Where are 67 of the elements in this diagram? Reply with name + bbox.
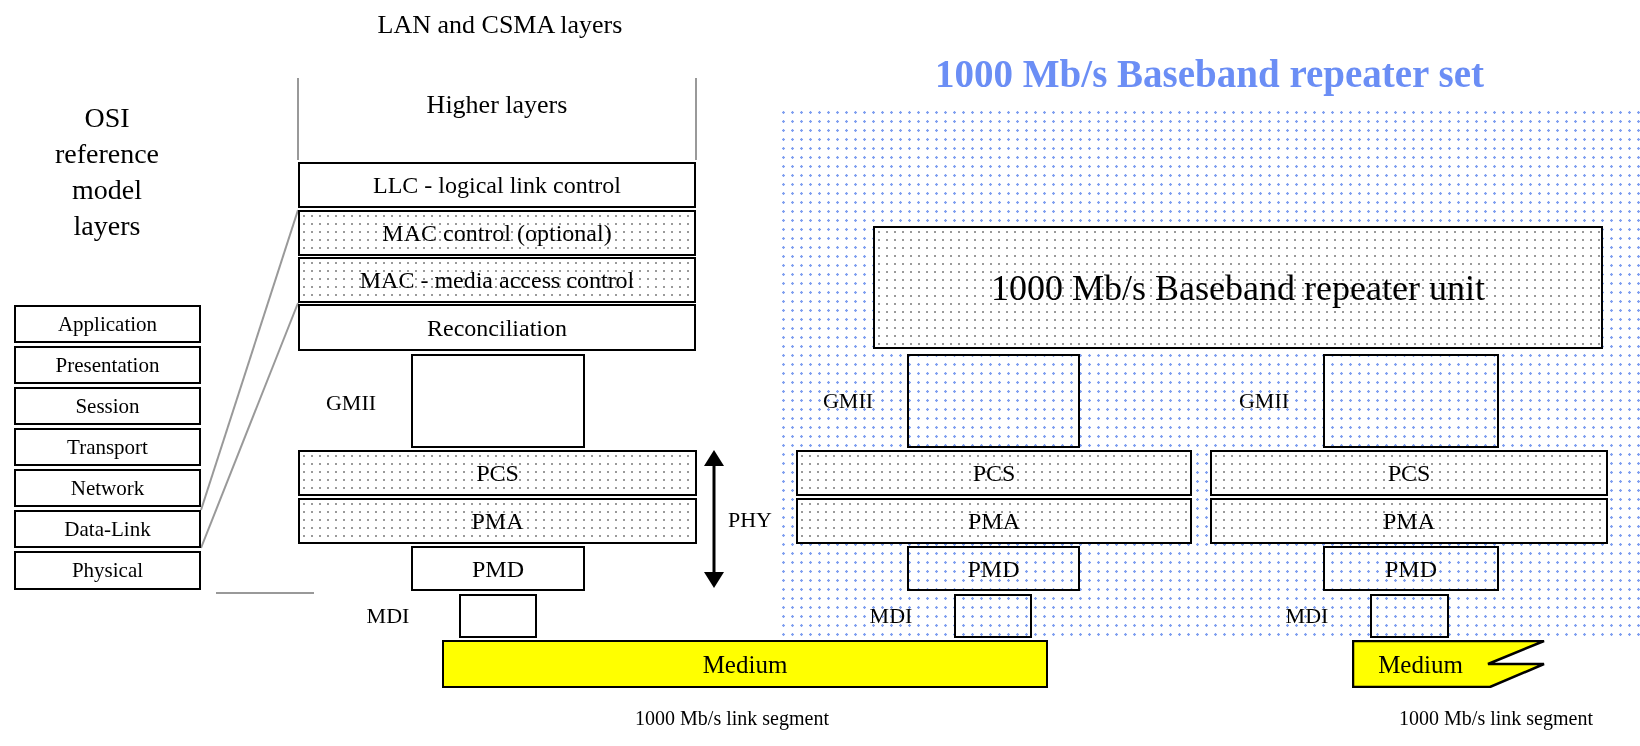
empty-interface-box [1323, 354, 1499, 448]
layer-box [298, 450, 697, 496]
text-label: MDI [868, 602, 914, 630]
empty-interface-box [907, 354, 1080, 448]
interface-label: GMII [821, 390, 875, 412]
layer-name: MAC control (optional) [382, 221, 612, 245]
layer-box [411, 546, 585, 591]
layer-box [298, 498, 697, 544]
text-label: MDI [365, 602, 411, 630]
layer-name: PMA [471, 509, 524, 533]
medium-bar [1352, 640, 1545, 688]
layer-name: MAC - media access control [359, 268, 635, 292]
layer-name: PMA [968, 509, 1020, 533]
layer-name: 1000 Mb/s Baseband repeater unit [991, 269, 1485, 306]
interface-label: 1000 Mb/s link segment [634, 708, 830, 728]
layer-name: PMA [1383, 509, 1435, 533]
layer-name: Presentation [55, 354, 160, 376]
osi-layer-box [14, 510, 201, 548]
layer-name: PMD [1385, 556, 1437, 581]
layer-box [796, 498, 1192, 544]
osi-layer-box [14, 428, 201, 466]
text-label: PHY [727, 506, 773, 534]
osi-layer-box [14, 305, 201, 343]
layer-name: PCS [972, 461, 1016, 485]
repeater-unit-box [873, 226, 1603, 349]
osi-layer-box [14, 551, 201, 590]
layer-name: Data-Link [64, 518, 151, 540]
empty-interface-box [954, 594, 1032, 638]
layer-name: PCS [1387, 461, 1431, 485]
layer-name: PCS [476, 461, 519, 485]
layer-name: Network [70, 477, 145, 499]
layer-name: PMD [472, 556, 524, 581]
layer-box [298, 304, 696, 351]
empty-interface-box [459, 594, 537, 638]
empty-interface-box [1370, 594, 1449, 638]
mapping-line [200, 302, 299, 549]
layer-box [1210, 450, 1608, 496]
layer-name: Transport [67, 436, 148, 458]
interface-label: GMII [324, 392, 378, 414]
interface-label: 1000 Mb/s link segment [1398, 708, 1594, 728]
empty-interface-box [411, 354, 585, 448]
interface-label: GMII [1237, 390, 1291, 412]
layer-box [1323, 546, 1499, 591]
medium-bar [442, 640, 1048, 688]
layer-box [298, 257, 696, 303]
layer-name: Session [75, 395, 140, 417]
layer-box [298, 210, 696, 256]
layer-box [1210, 498, 1608, 544]
layer-name: PMD [967, 556, 1020, 581]
region-title: 1000 Mb/s Baseband repeater set [934, 53, 1485, 96]
text-label: LAN and CSMA layers [376, 9, 624, 41]
layer-name: Medium [1378, 651, 1463, 677]
osi-layer-box [14, 387, 201, 425]
column-heading: OSI reference model layers [53, 101, 161, 243]
osi-layer-box [14, 346, 201, 384]
mapping-line [200, 209, 299, 511]
layer-name: Medium [702, 651, 788, 677]
layer-box [298, 162, 696, 208]
layer-box [907, 546, 1080, 591]
layer-name: LLC - logical link control [373, 173, 621, 197]
text-label: Higher layers [425, 89, 569, 121]
osi-layer-box [14, 469, 201, 507]
layer-name: Application [57, 313, 158, 335]
layer-name: Physical [71, 560, 144, 581]
text-label: MDI [1284, 602, 1330, 630]
layer-name: Reconciliation [427, 315, 567, 340]
layer-box [796, 450, 1192, 496]
